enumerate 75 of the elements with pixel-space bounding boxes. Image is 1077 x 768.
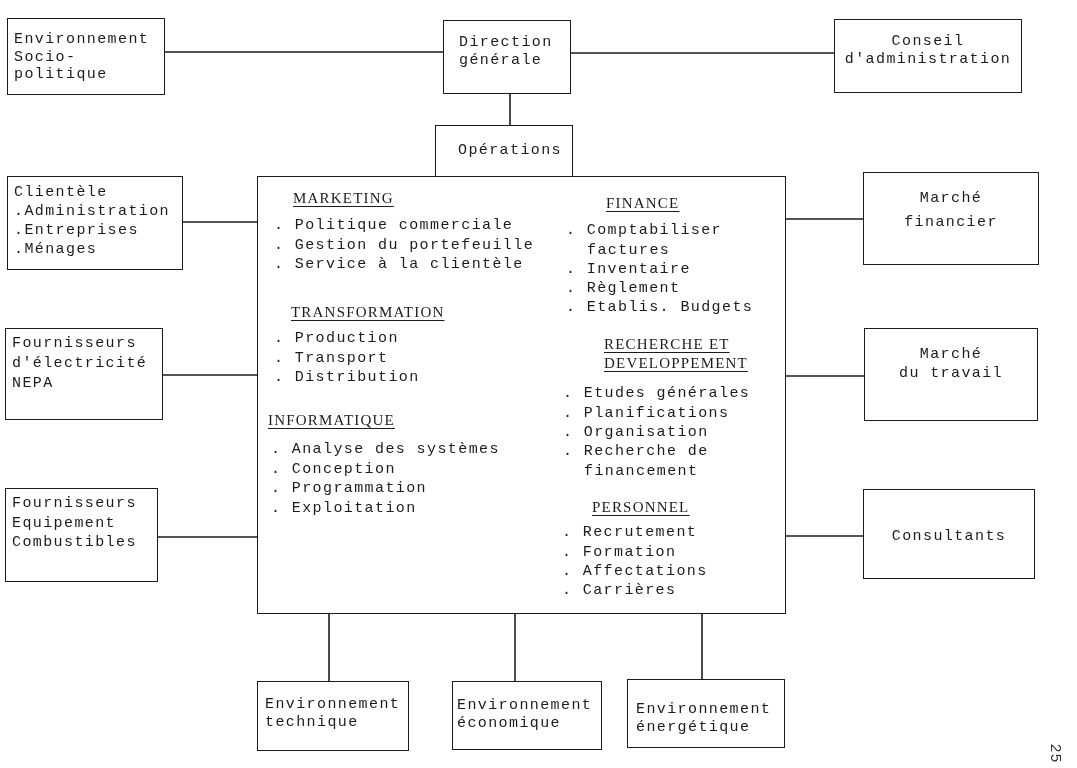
- list-item: . Organisation: [563, 423, 709, 443]
- list-item: . Planifications: [563, 403, 730, 423]
- org-box: [452, 681, 602, 750]
- org-box: [627, 679, 785, 748]
- list-item: . Comptabiliser factures: [566, 221, 724, 260]
- page-number: 25: [1045, 743, 1063, 764]
- box-label: Environnement économique: [457, 697, 594, 733]
- box-label: Combustibles: [12, 533, 137, 553]
- connector-line: [164, 51, 444, 53]
- connector-line: [328, 613, 330, 682]
- connector-line: [785, 218, 864, 220]
- box-label: Marché: [919, 345, 983, 364]
- org-box: [443, 20, 571, 94]
- box-label: Environnement Socio-politique: [14, 31, 151, 84]
- section-heading: FINANCE: [606, 194, 680, 213]
- org-box: [435, 125, 573, 177]
- box-label: Environnement technique: [265, 696, 402, 732]
- org-box: [864, 328, 1038, 421]
- box-label: du travail: [899, 364, 1003, 383]
- box-label: NEPA: [12, 374, 54, 394]
- box-label: Environnement énergétique: [636, 701, 773, 737]
- org-box: [7, 18, 165, 95]
- list-item: . Analyse des systèmes: [271, 440, 500, 460]
- connector-line: [162, 374, 258, 376]
- box-label: .Ménages: [14, 240, 98, 259]
- box-label: Direction générale: [459, 34, 554, 70]
- list-item: . Politique commerciale: [274, 216, 514, 236]
- list-item: . Production: [274, 329, 399, 349]
- box-label: Fournisseurs: [12, 494, 137, 514]
- box-label: Fournisseurs d'électricité: [12, 334, 149, 374]
- list-item: . Etablis. Budgets: [566, 298, 754, 318]
- list-item: . Distribution: [274, 368, 420, 388]
- list-item: . Service à la clientèle: [274, 255, 524, 275]
- org-box: [5, 488, 158, 582]
- box-label: .Entreprises: [14, 221, 139, 240]
- org-box: [863, 172, 1039, 265]
- list-item: . Programmation: [271, 479, 428, 499]
- box-label: Equipement: [12, 513, 116, 533]
- section-heading: PERSONNEL: [592, 498, 690, 517]
- org-box: [5, 328, 163, 420]
- connector-line: [182, 221, 258, 223]
- list-item: . Règlement: [566, 279, 681, 299]
- list-item: . Recherche de financement: [563, 442, 710, 481]
- list-item: . Conception: [271, 459, 396, 479]
- section-heading: RECHERCHE ET DEVELOPPEMENT: [604, 335, 749, 373]
- connector-line: [785, 375, 865, 377]
- box-label: Clientèle: [14, 183, 108, 202]
- section-heading: MARKETING: [293, 189, 394, 208]
- box-label: .Administration: [14, 202, 171, 221]
- connector-line: [514, 613, 516, 682]
- list-item: . Recrutement: [562, 523, 698, 543]
- org-box: [834, 19, 1022, 93]
- box-label: Opérations: [458, 142, 562, 160]
- connector-line: [157, 536, 258, 538]
- list-item: . Transport: [274, 348, 389, 368]
- org-box: [863, 489, 1035, 579]
- org-box: [7, 176, 183, 270]
- list-item: . Inventaire: [566, 260, 691, 280]
- box-label: Conseil d'administration: [843, 33, 1013, 69]
- section-heading: TRANSFORMATION: [291, 303, 445, 322]
- section-heading: INFORMATIQUE: [268, 411, 395, 430]
- list-item: . Gestion du portefeuille: [274, 235, 535, 255]
- connector-line: [785, 535, 864, 537]
- box-label: Marché financier: [903, 189, 999, 233]
- connector-line: [701, 613, 703, 680]
- function-panel: [257, 176, 786, 614]
- connector-line: [570, 52, 835, 54]
- list-item: . Etudes générales: [563, 384, 751, 404]
- list-item: . Exploitation: [271, 498, 417, 518]
- box-label: Consultants: [891, 527, 1007, 546]
- connector-line: [509, 93, 511, 126]
- list-item: . Formation: [562, 542, 677, 562]
- org-box: [257, 681, 409, 751]
- list-item: . Carrières: [562, 581, 677, 601]
- list-item: . Affectations: [562, 562, 708, 582]
